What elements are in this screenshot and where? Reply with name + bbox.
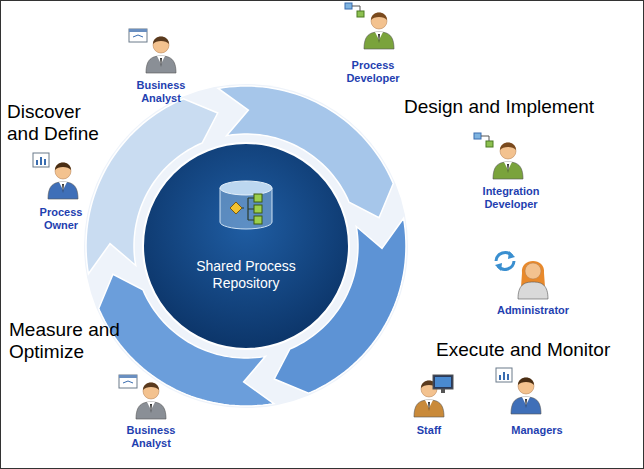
role-icon (345, 3, 394, 49)
body (136, 402, 166, 419)
role-symbol (433, 375, 453, 393)
role-label: Staff (404, 424, 454, 437)
role-icon (496, 368, 541, 414)
phase-label: Design and Implement (404, 96, 634, 118)
phase-label: Execute and Monitor (436, 339, 636, 361)
role-label: Business Analyst (116, 424, 186, 450)
role-icon (129, 29, 176, 73)
phase-label: Discover and Define (7, 101, 117, 145)
circle-fill (143, 143, 349, 349)
role-icon (495, 251, 548, 299)
role-symbol (474, 133, 493, 147)
role-label: Administrator (488, 304, 578, 317)
body (518, 282, 548, 299)
role-icon (33, 153, 78, 199)
phase-label: Measure and Optimize (9, 319, 121, 363)
repository-circle: Shared Process Repository (142, 142, 350, 350)
role-icon (119, 375, 166, 419)
role-label: Process Developer (338, 59, 408, 85)
head (371, 13, 387, 29)
circle-outline (142, 142, 350, 350)
ring-ground (84, 84, 408, 408)
body (364, 32, 394, 49)
hair (500, 143, 516, 151)
tie (378, 34, 380, 43)
role-symbol (33, 153, 49, 167)
role-symbol (496, 368, 512, 382)
tie (525, 399, 527, 408)
body (493, 162, 523, 179)
tie (160, 58, 162, 67)
head (153, 37, 169, 53)
head (500, 143, 516, 159)
tie (62, 184, 64, 193)
role-label: Business Analyst (126, 79, 196, 105)
head (525, 263, 541, 279)
head (518, 378, 534, 394)
repository-label: Shared Process Repository (186, 258, 306, 292)
hair (55, 163, 71, 171)
hair (143, 383, 159, 391)
body (48, 182, 78, 199)
hair (153, 37, 169, 45)
tie (150, 404, 152, 413)
tie (428, 402, 430, 411)
role-icon (414, 375, 453, 417)
body (511, 397, 541, 414)
hair (371, 13, 387, 21)
role-symbol (345, 3, 364, 17)
head (55, 163, 71, 179)
database-icon (220, 181, 272, 229)
role-label: Integration Developer (469, 185, 553, 211)
role-icon (474, 133, 523, 179)
role-label: Managers (502, 424, 572, 437)
body (414, 400, 444, 417)
role-symbol (129, 29, 147, 42)
body (146, 56, 176, 73)
role-symbol (119, 375, 137, 388)
role-label: Process Owner (33, 206, 89, 232)
hair (518, 378, 534, 386)
head (143, 383, 159, 399)
role-symbol (495, 251, 515, 271)
tie (507, 164, 509, 173)
